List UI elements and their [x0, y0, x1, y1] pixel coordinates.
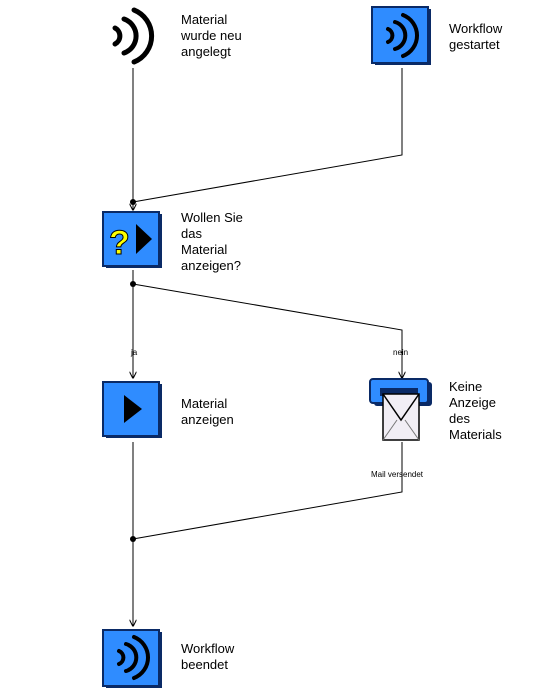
label-line: Material: [181, 396, 228, 411]
edge-mail-to-merge: [132, 442, 403, 540]
label-line: Anzeige: [449, 395, 496, 410]
label-line: des: [449, 411, 470, 426]
edge-yes-label: ja: [131, 348, 138, 357]
label-line: anzeigen: [181, 412, 234, 427]
label-line: wurde neu: [181, 28, 242, 43]
label-line: Workflow: [449, 21, 503, 36]
show-material-label: Material anzeigen: [181, 396, 234, 428]
event-end-node[interactable]: [102, 629, 162, 688]
wave-signal-icon: [386, 13, 420, 58]
label-line: beendet: [181, 657, 228, 672]
label-line: Wollen Sie: [181, 210, 243, 225]
connectors: [133, 68, 402, 626]
wave-signal-icon: [112, 7, 155, 65]
label-line: Material: [181, 242, 228, 257]
decision-node[interactable]: ?: [102, 211, 162, 268]
join-point: [130, 199, 136, 205]
mail-envelope-icon: [382, 393, 420, 441]
decision-label: Wollen Sie das Material anzeigen?: [181, 210, 243, 274]
edge-no-label: nein: [393, 348, 409, 357]
label-line: anzeigen?: [181, 258, 241, 273]
event-created-label: Material wurde neu angelegt: [181, 12, 242, 60]
merge-point: [130, 536, 136, 542]
mail-node[interactable]: [369, 378, 432, 441]
label-line: angelegt: [181, 44, 231, 59]
label-line: Materials: [449, 427, 502, 442]
event-started-label: Workflow gestartet: [449, 21, 502, 53]
label-line: Material: [181, 12, 228, 27]
event-end-label: Workflow beendet: [181, 641, 234, 673]
play-icon: [136, 224, 152, 254]
label-line: Workflow: [181, 641, 235, 656]
question-mark-icon: ?: [109, 224, 130, 262]
label-line: das: [181, 226, 202, 241]
wave-signal-icon: [117, 635, 151, 680]
show-material-node[interactable]: [102, 381, 162, 438]
event-created-node[interactable]: [112, 7, 155, 65]
label-line: Keine: [449, 379, 483, 394]
edge-started-to-join: [132, 68, 403, 203]
event-started-node[interactable]: [371, 6, 431, 65]
split-point: [130, 281, 136, 287]
mail-label: Keine Anzeige des Materials: [449, 379, 502, 443]
edge-no: [132, 283, 402, 378]
play-icon: [124, 395, 142, 423]
mail-outcome-label: Mail versendet: [371, 470, 424, 479]
label-line: gestartet: [449, 37, 500, 52]
